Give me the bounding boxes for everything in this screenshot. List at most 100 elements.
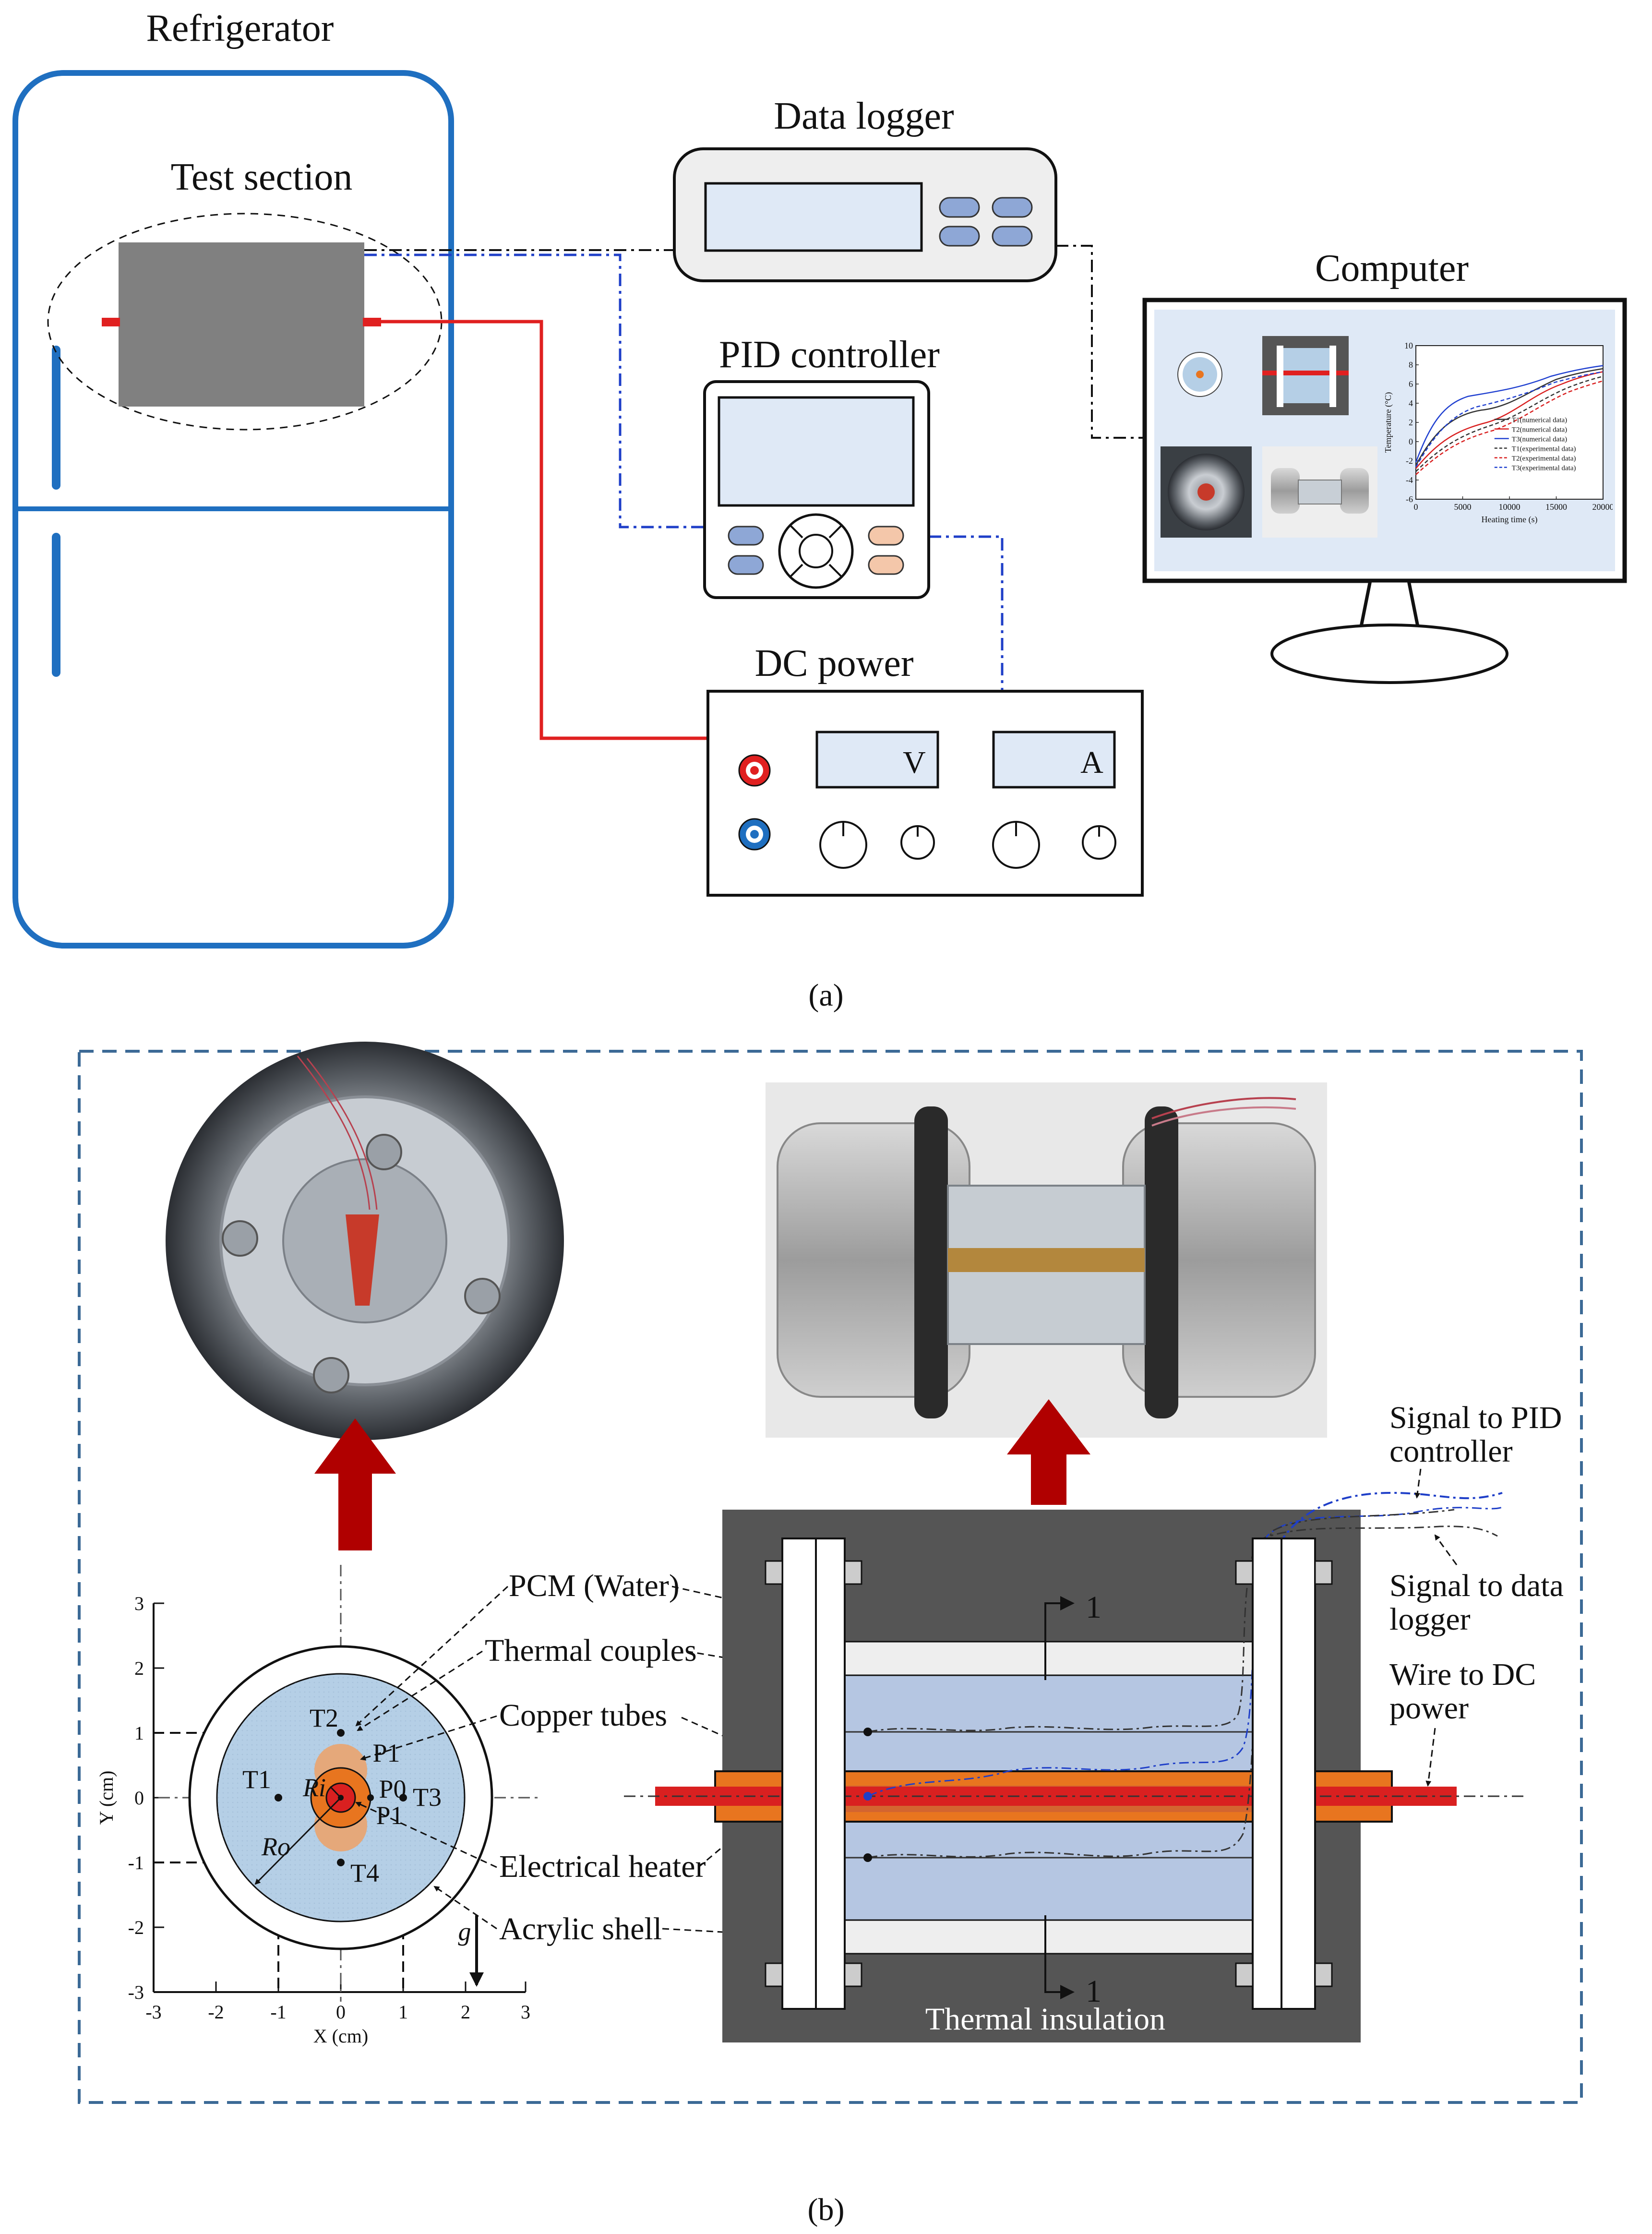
mini-chart-x-tick-label: 0: [1414, 502, 1418, 512]
mini-chart-curve: [1415, 380, 1604, 475]
thermocouple-point-2: [863, 1792, 872, 1801]
mini-chart-y-tick-label: 10: [1404, 341, 1413, 350]
label-signal-pid-line2: controller: [1389, 1434, 1513, 1469]
flange-right-outer: [1281, 1537, 1316, 2010]
mini-chart-legend-label: T1(numerical data): [1512, 417, 1567, 424]
photo-end-view: [166, 1042, 564, 1440]
thermal-insulation-label: Thermal insulation: [925, 2002, 1165, 2037]
dc-power-body: [706, 690, 1144, 897]
x-tick-label: -1: [270, 2001, 286, 2023]
cross-section-plot: -3 -2 -1 0 1 2 3 3 2 1 0 -1: [96, 1565, 542, 2047]
pid-dial-tick-1: [789, 524, 803, 539]
caption-a: (a): [808, 978, 843, 1013]
mini-chart-y-axis-label: Temperature (°C): [1383, 392, 1393, 453]
point-t2: [337, 1729, 345, 1737]
label-wire-dc-line1: Wire to DC: [1389, 1657, 1536, 1692]
mini-chart-y-tick-label: 6: [1409, 379, 1413, 389]
mini-chart-x-tick-label: 15000: [1545, 502, 1567, 512]
mini-chart-y-tick-label: 2: [1409, 418, 1413, 427]
point-t4: [337, 1859, 345, 1866]
data-logger-screen: [704, 182, 923, 252]
mini-chart-x-tick-label: 20000: [1592, 502, 1614, 512]
caption-b: (b): [808, 2192, 845, 2227]
pid-button-blue-2: [728, 555, 764, 575]
mini-chart-legend-label: T2(experimental data): [1512, 455, 1576, 463]
data-logger-button-2: [992, 197, 1033, 218]
label-signal-logger-line1: Signal to data: [1389, 1568, 1564, 1603]
dc-terminal-positive-core: [750, 766, 759, 775]
mini-chart-y-tick-label: -6: [1406, 494, 1413, 504]
mini-chart-legend-label: T3(numerical data): [1512, 436, 1567, 444]
data-logger-label: Data logger: [774, 95, 954, 137]
mini-chart-y-tick-label: 8: [1409, 360, 1413, 370]
wire-to-dc-power: [381, 320, 709, 740]
y-tick-label: 3: [134, 1593, 144, 1614]
section-mark-bottom: [1044, 1915, 1075, 1999]
y-tick-label: 1: [134, 1722, 144, 1744]
pid-controller-label: PID controller: [719, 334, 940, 376]
panel-a: Refrigerator Test section Data logger PI…: [12, 7, 1627, 949]
pid-dial-tick-3: [789, 564, 803, 578]
callouts: PCM (Water) Thermal couples Copper tubes…: [355, 1568, 860, 1946]
label-wire-dc-line2: power: [1389, 1691, 1469, 1726]
label-p0: P0: [379, 1775, 406, 1803]
x-tick-label: -3: [145, 2001, 161, 2023]
thermocouple-point-1: [863, 1728, 872, 1736]
data-logger-button-3: [939, 226, 980, 247]
pid-controller-screen: [718, 396, 915, 507]
data-logger-button-4: [992, 226, 1033, 247]
mini-chart-plot-area: [1415, 345, 1604, 500]
screen-thumbnail-schematic: [1177, 336, 1349, 415]
computer-label: Computer: [1315, 247, 1469, 289]
label-t1: T1: [242, 1765, 271, 1794]
x-tick-label: 0: [336, 2001, 346, 2023]
mini-chart-legend-label: T3(experimental data): [1512, 465, 1576, 472]
right-side-labels: Signal to PID controller Signal to data …: [1389, 1400, 1564, 1787]
dc-voltmeter-display: [815, 731, 939, 789]
mini-chart-curve: [1415, 371, 1604, 469]
point-p0: [367, 1794, 374, 1801]
bolt-bottom-right: [1235, 1962, 1333, 1987]
arrow-up-left: [314, 1418, 396, 1550]
refrigerator-upper-handle: [52, 346, 60, 490]
flange-left-outer: [781, 1537, 817, 2010]
signal-line-logger-to-computer: [1056, 245, 1145, 439]
radius-ri-line: [329, 1786, 342, 1799]
section-mark-top-label: 1: [1086, 1590, 1101, 1625]
label-p1-top: P1: [372, 1739, 400, 1767]
test-section-block: [119, 242, 364, 407]
test-section-label: Test section: [171, 156, 353, 198]
cross-section-x-axis-label: X (cm): [313, 2025, 368, 2047]
test-section-left-stub: [102, 318, 120, 326]
refrigerator-lower-handle: [52, 533, 60, 677]
flange-left-inner: [815, 1537, 846, 2010]
bolt-bottom-left: [765, 1962, 862, 1987]
screen-thumbnail-photo-1: [1161, 446, 1252, 538]
mini-chart-x-axis-label: Heating time (s): [1482, 515, 1538, 525]
dc-power-label: DC power: [754, 642, 913, 685]
callout-copper-tubes: Copper tubes: [499, 1698, 667, 1733]
x-tick-label: 3: [521, 2001, 530, 2023]
pid-dial-tick-2: [828, 524, 843, 539]
y-tick-label: -1: [128, 1852, 144, 1874]
signal-line-to-pid: [364, 253, 705, 528]
label-t2: T2: [310, 1704, 338, 1732]
pid-button-orange-2: [868, 555, 904, 575]
mini-chart-legend-label: T1(experimental data): [1512, 445, 1576, 453]
dc-ammeter-unit: A: [1080, 745, 1103, 780]
bolt-top-right: [1235, 1560, 1333, 1585]
mini-chart-x-tick-label: 5000: [1454, 502, 1472, 512]
thermocouple-point-3: [863, 1853, 872, 1862]
dc-ammeter-display: [992, 731, 1116, 789]
dc-terminal-negative-core: [750, 830, 759, 839]
mini-chart-curve: [1415, 365, 1604, 463]
flange-right-inner: [1252, 1537, 1282, 2010]
section-mark-bottom-label: 1: [1086, 1974, 1101, 2009]
point-t3: [399, 1794, 407, 1802]
pid-button-orange-1: [868, 526, 904, 546]
x-tick-label: 2: [461, 2001, 470, 2023]
dc-voltmeter-unit: V: [903, 745, 926, 780]
test-section-right-stub: [363, 318, 381, 326]
